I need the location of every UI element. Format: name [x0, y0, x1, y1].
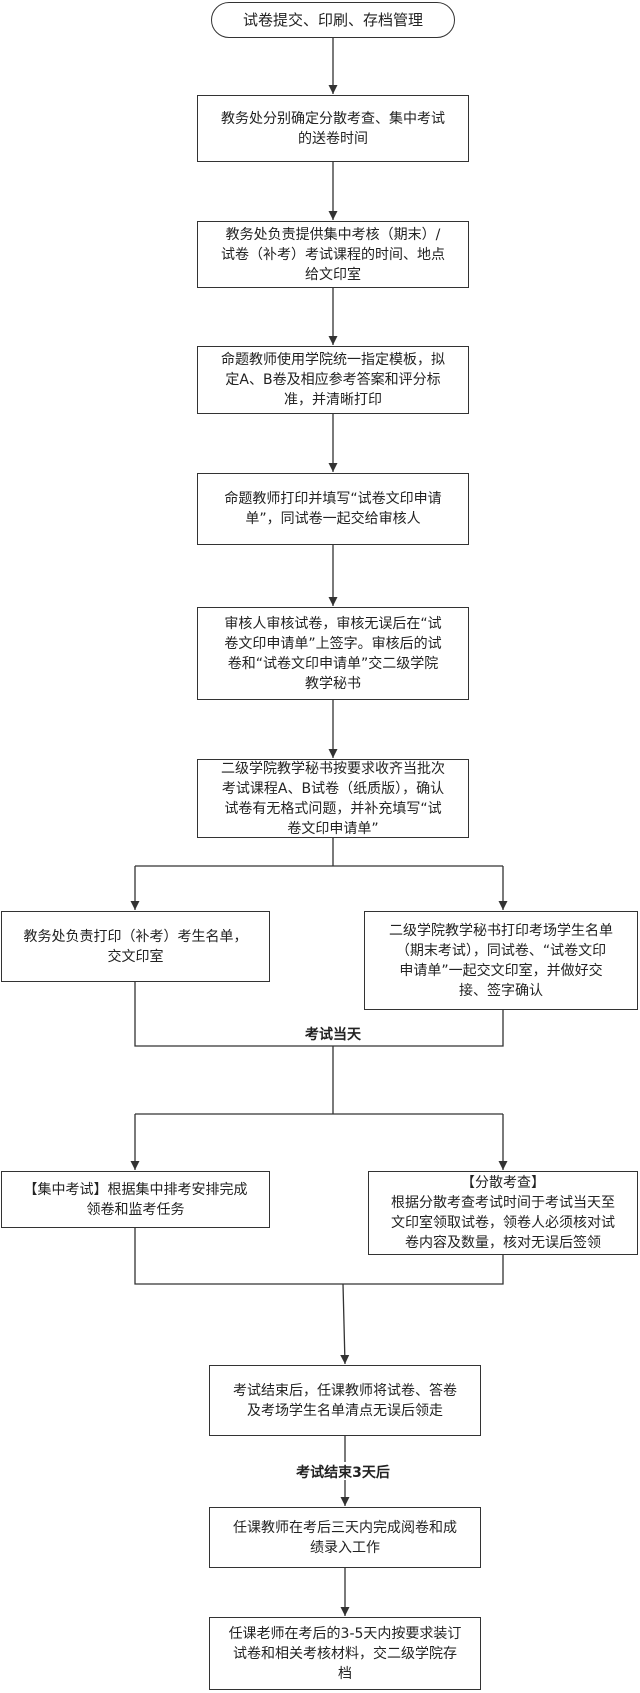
step-provide-schedule-text: 教务处负责提供集中考核（期末）/ 试卷（补考）考试课程的时间、地点 给文印室 — [221, 226, 445, 283]
step-grade-papers-text: 任课教师在考后三天内完成阅卷和成 绩录入工作 — [233, 1519, 457, 1556]
start-node: 试卷提交、印刷、存档管理 — [211, 2, 455, 38]
split-1 — [135, 838, 503, 867]
step-review-papers-text: 审核人审核试卷，审核无误后在“试 卷文印申请单”上签字。审核后的试 卷和“试卷文… — [224, 615, 442, 692]
step-collect-papers: 二级学院教学秘书按要求收齐当批次 考试课程A、B试卷（纸质版），确认 试卷有无格… — [197, 759, 469, 838]
label-exam-day: 考试当天 — [283, 1024, 383, 1043]
branch-print-final-list: 二级学院教学秘书打印考场学生名单 （期末考试），同试卷、“试卷文印 申请单”一起… — [364, 911, 638, 1010]
step-set-delivery-time-text: 教务处分别确定分散考查、集中考试 的送卷时间 — [221, 110, 445, 147]
branch-dispersed-exam-text: 【分散考查】 根据分散考查考试时间于考试当天至 文印室领取试卷，领卷人必须核对试… — [391, 1175, 615, 1251]
branch-centralized-exam: 【集中考试】根据集中排考安排完成 领卷和监考任务 — [1, 1171, 270, 1228]
step-fill-print-form-text: 命题教师打印并填写“试卷文印申请 单”，同试卷一起交给审核人 — [224, 491, 442, 527]
step-draft-papers: 命题教师使用学院统一指定模板，拟 定A、B卷及相应参考答案和评分标 准，并清晰打… — [197, 346, 469, 414]
step-collect-answers: 考试结束后，任课教师将试卷、答卷 及考场学生名单清点无误后领走 — [209, 1365, 481, 1436]
step-review-papers: 审核人审核试卷，审核无误后在“试 卷文印申请单”上签字。审核后的试 卷和“试卷文… — [197, 607, 469, 700]
start-node-text: 试卷提交、印刷、存档管理 — [242, 11, 423, 29]
branch-centralized-exam-text: 【集中考试】根据集中排考安排完成 领卷和监考任务 — [23, 1181, 248, 1218]
branch-print-final-list-text: 二级学院教学秘书打印考场学生名单 （期末考试），同试卷、“试卷文印 申请单”一起… — [389, 922, 613, 999]
branch-print-makeup-list: 教务处负责打印（补考）考生名单， 交文印室 — [1, 911, 270, 982]
branch-print-makeup-list-text: 教务处负责打印（补考）考生名单， 交文印室 — [23, 928, 248, 965]
step-draft-papers-text: 命题教师使用学院统一指定模板，拟 定A、B卷及相应参考答案和评分标 准，并清晰打… — [221, 352, 445, 408]
split-2 — [135, 1046, 503, 1115]
merge-2 — [134, 1228, 504, 1285]
step-archive-papers-text: 任课老师在考后的3-5天内按要求装订 试卷和相关考核材料，交二级学院存 档 — [228, 1625, 462, 1682]
step-set-delivery-time: 教务处分别确定分散考查、集中考试 的送卷时间 — [197, 95, 469, 162]
step-archive-papers: 任课老师在考后的3-5天内按要求装订 试卷和相关考核材料，交二级学院存 档 — [209, 1617, 481, 1690]
step-collect-papers-text: 二级学院教学秘书按要求收齐当批次 考试课程A、B试卷（纸质版），确认 试卷有无格… — [221, 760, 445, 837]
step-collect-answers-text: 考试结束后，任课教师将试卷、答卷 及考场学生名单清点无误后领走 — [233, 1382, 457, 1419]
step-grade-papers: 任课教师在考后三天内完成阅卷和成 绩录入工作 — [209, 1507, 481, 1568]
step-fill-print-form: 命题教师打印并填写“试卷文印申请 单”，同试卷一起交给审核人 — [197, 473, 469, 545]
arrow-merge2-step7 — [340, 1283, 350, 1365]
merge-1 — [134, 982, 504, 1047]
step-provide-schedule: 教务处负责提供集中考核（期末）/ 试卷（补考）考试课程的时间、地点 给文印室 — [197, 221, 469, 288]
branch-dispersed-exam: 【分散考查】 根据分散考查考试时间于考试当天至 文印室领取试卷，领卷人必须核对试… — [368, 1171, 638, 1255]
label-after-exam: 考试结束3天后 — [273, 1462, 413, 1481]
